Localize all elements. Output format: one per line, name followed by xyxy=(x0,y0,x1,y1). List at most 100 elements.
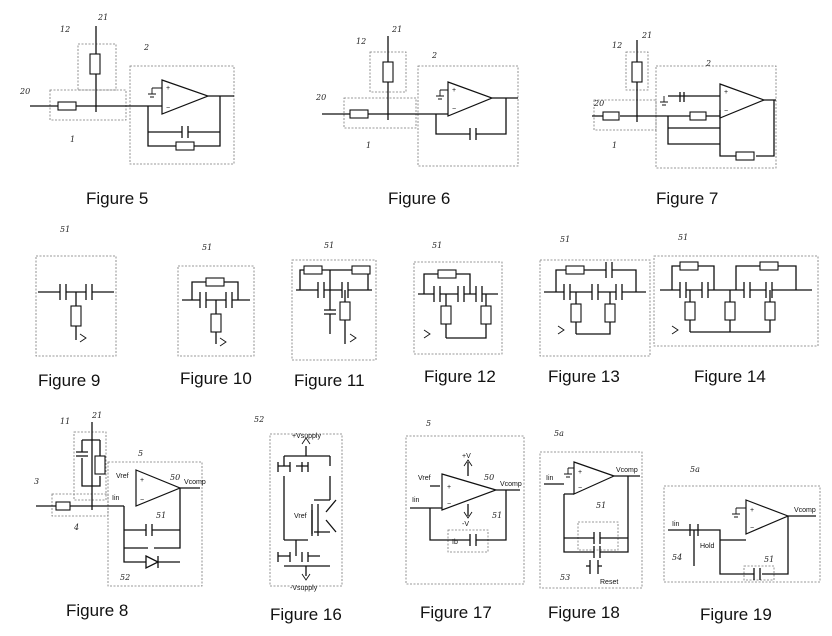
resistor-top-right xyxy=(759,261,779,271)
label-vcomp: Vcomp xyxy=(500,481,522,488)
block-51-box xyxy=(653,255,819,347)
figure-8: + − Vref Vcomp Iin 11 21 3 5 50 4 51 52 … xyxy=(34,411,206,620)
ref-51: 51 xyxy=(560,235,570,244)
circuit-wires xyxy=(296,269,372,344)
plus-sign: + xyxy=(724,89,728,96)
ref-51: 51 xyxy=(764,555,774,564)
opamp xyxy=(441,473,498,511)
caption-figure-6: Figure 6 xyxy=(388,189,450,208)
figure-18: + − Iin Vcomp Reset 5a 51 53 Figure 18 xyxy=(539,429,643,622)
caption-figure-9: Figure 9 xyxy=(38,371,100,390)
figure-13: 51 Figure 13 xyxy=(539,235,651,386)
resistor-1 xyxy=(684,301,696,321)
ref-51: 51 xyxy=(60,225,70,234)
label-vcomp: Vcomp xyxy=(794,507,816,514)
label-vminus: -V xyxy=(462,521,469,528)
ref-52: 52 xyxy=(120,573,130,582)
capacitor-51 xyxy=(753,568,761,580)
feedback-capacitor xyxy=(469,128,477,140)
ref-11: 11 xyxy=(60,417,70,426)
block-51-box xyxy=(447,529,489,553)
resistor-top xyxy=(565,265,585,275)
resistor-top-right xyxy=(351,265,371,275)
block-2-box xyxy=(417,65,519,167)
ground-symbol xyxy=(564,467,574,478)
ref-1: 1 xyxy=(612,141,617,150)
circuit-wires xyxy=(418,273,498,339)
caption-figure-10: Figure 10 xyxy=(180,369,252,388)
ref-51: 51 xyxy=(432,241,442,250)
circuit-wires xyxy=(38,284,114,340)
resistor-2 xyxy=(724,301,736,321)
opamp xyxy=(745,499,790,535)
figure-16: +Vsupply -Vsupply Vref 52 Figure 16 xyxy=(254,415,343,624)
label-vref: Vref xyxy=(294,513,307,520)
plus-sign: + xyxy=(166,85,170,92)
minus-sign: − xyxy=(166,105,170,112)
diode-52 xyxy=(145,554,160,570)
resistor-right xyxy=(604,303,616,323)
ref-3: 3 xyxy=(34,477,39,486)
ref-50: 50 xyxy=(484,473,494,482)
figure-12: 51 Figure 12 xyxy=(413,241,503,386)
ref-51: 51 xyxy=(596,501,606,510)
figure-5: + − 12 21 2 20 1 Figure 5 xyxy=(19,13,235,208)
wires xyxy=(544,475,640,574)
figure-6: + − 12 21 2 20 1 Figure 6 xyxy=(315,25,519,208)
ref-21: 21 xyxy=(641,31,652,40)
loop-wires xyxy=(667,116,720,145)
figure-7: + − 12 21 2 20 1 Figure 7 xyxy=(592,31,777,208)
block-11-box xyxy=(73,431,107,501)
label-vsupply-neg: -Vsupply xyxy=(290,585,318,592)
label-vplus: +V xyxy=(462,453,471,460)
block-51-box xyxy=(539,259,651,357)
label-hold: Hold xyxy=(700,543,715,550)
wires xyxy=(668,515,816,575)
block-51-box xyxy=(577,521,619,551)
label-iin: Iin xyxy=(112,495,120,502)
label-iin: Iin xyxy=(412,497,420,504)
opamp xyxy=(135,469,182,507)
ref-21: 21 xyxy=(97,13,108,22)
resistor-top-left xyxy=(303,265,323,275)
resistor-bottom xyxy=(210,313,222,333)
opamp xyxy=(161,79,210,115)
caption-figure-19: Figure 19 xyxy=(700,605,772,624)
feedback-wires xyxy=(147,95,234,147)
arrow xyxy=(349,333,357,343)
ref-5: 5 xyxy=(138,449,143,458)
minus-sign: − xyxy=(724,108,728,115)
resistor-20 xyxy=(602,111,620,121)
circuit-wires xyxy=(544,262,646,335)
label-vsupply-pos: +Vsupply xyxy=(292,433,321,440)
wires xyxy=(410,462,520,541)
ref-51: 51 xyxy=(492,511,502,520)
arrow xyxy=(219,337,227,347)
label-vcomp: Vcomp xyxy=(184,479,206,486)
transistor-gates xyxy=(277,462,319,562)
resistor-20 xyxy=(57,101,77,111)
caption-figure-11: Figure 11 xyxy=(294,371,365,390)
capacitor-51 xyxy=(469,534,477,546)
arrow xyxy=(79,333,87,343)
caption-figure-12: Figure 12 xyxy=(424,367,496,386)
ref-51: 51 xyxy=(202,243,212,252)
ref-54: 54 xyxy=(672,553,682,562)
figure-14: 51 Figure 14 xyxy=(653,233,819,386)
feedback-wires xyxy=(435,97,518,135)
ref-53: 53 xyxy=(560,573,570,582)
resistor xyxy=(70,305,82,327)
opamp xyxy=(719,83,766,119)
ref-20: 20 xyxy=(315,93,326,102)
resistor-bottom xyxy=(339,301,351,321)
label-vcomp: Vcomp xyxy=(616,467,638,474)
feedback-capacitor xyxy=(181,126,189,138)
block-5a-box xyxy=(663,485,821,583)
caption-figure-7: Figure 7 xyxy=(656,189,718,208)
ground-symbol xyxy=(732,507,746,518)
supply-arrows xyxy=(301,437,311,581)
resistor-21 xyxy=(94,455,106,475)
resistor-12 xyxy=(382,61,394,83)
resistor-top xyxy=(205,277,225,287)
